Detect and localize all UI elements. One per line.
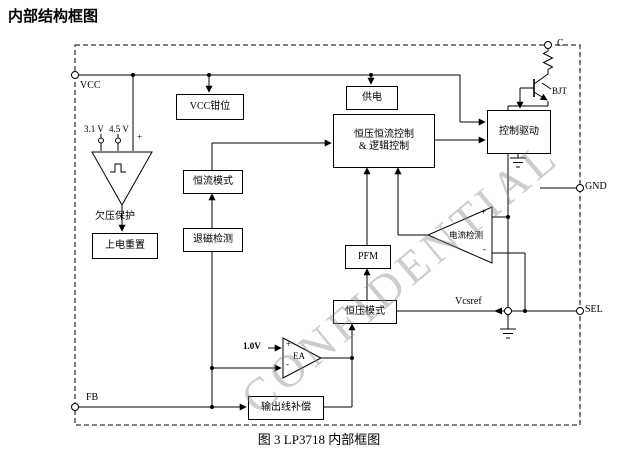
chip-boundary <box>74 44 581 426</box>
error-amp-minus-sign: - <box>286 359 289 369</box>
bjt-symbol <box>516 73 552 109</box>
uv-tap-low <box>98 137 104 144</box>
pin-c <box>544 41 552 49</box>
pin-circles <box>71 41 584 411</box>
junction-dots <box>131 73 527 409</box>
error-amp-label: EA <box>293 351 305 361</box>
uv-comparator-triangle <box>91 151 153 207</box>
current-sense-plus-sign: + <box>481 207 487 217</box>
vcsref-node <box>504 307 512 315</box>
pin-vcc <box>71 71 79 79</box>
current-sense-triangle <box>426 206 493 264</box>
uv-protect-label: 欠压保护 <box>95 211 135 222</box>
block-cvcc-control-line1: 恒压恒流控制 <box>354 128 414 140</box>
pin-label-c: C <box>557 38 564 49</box>
block-cvcc-control: 恒压恒流控制 & 逻辑控制 <box>333 114 435 168</box>
uv-plus-sign: + <box>137 132 143 142</box>
error-amp-plus-sign: + <box>286 339 292 349</box>
block-supply: 供电 <box>346 86 398 110</box>
block-demag-detect: 退磁检测 <box>183 228 243 252</box>
block-por: 上电重置 <box>92 233 158 259</box>
block-cvcc-control-line2: & 逻辑控制 <box>358 141 410 152</box>
pin-gnd <box>576 184 584 192</box>
wires <box>78 74 577 411</box>
block-cc-mode: 恒流模式 <box>183 170 243 194</box>
pin-fb <box>71 403 79 411</box>
pin-label-gnd: GND <box>585 181 607 192</box>
uv-tap-high <box>115 137 121 144</box>
pin-sel <box>576 307 584 315</box>
ground-symbol-vcsref <box>500 314 516 339</box>
uv-threshold-high-label: 4.5 V <box>109 124 129 134</box>
pin-label-vcc: VCC <box>80 80 101 91</box>
current-sense-minus-sign: - <box>483 244 486 254</box>
block-cv-mode: 恒压模式 <box>333 300 397 324</box>
block-control-drive: 控制驱动 <box>487 110 551 154</box>
resistor-symbol <box>542 48 554 74</box>
current-sense-label: 电流检测 <box>449 230 484 240</box>
error-amp-triangle <box>282 337 323 379</box>
page-title: 内部结构框图 <box>8 8 99 25</box>
ground-symbol-drive <box>510 152 526 168</box>
error-amp-ref-label: 1.0V <box>243 341 261 351</box>
block-vcc-clamp: VCC钳位 <box>176 94 244 120</box>
pin-label-sel: SEL <box>585 304 603 315</box>
block-pfm: PFM <box>345 245 391 269</box>
block-line-comp: 输出线补偿 <box>248 396 324 420</box>
uv-threshold-low-label: 3.1 V <box>84 124 104 134</box>
vcsref-arrowhead <box>494 307 502 315</box>
figure-caption: 图 3 LP3718 内部框图 <box>257 432 381 447</box>
hysteresis-icon <box>110 163 126 173</box>
pin-label-fb: FB <box>86 392 99 403</box>
pin-label-bjt: BJT <box>552 86 568 96</box>
vcsref-label: Vcsref <box>455 296 482 307</box>
